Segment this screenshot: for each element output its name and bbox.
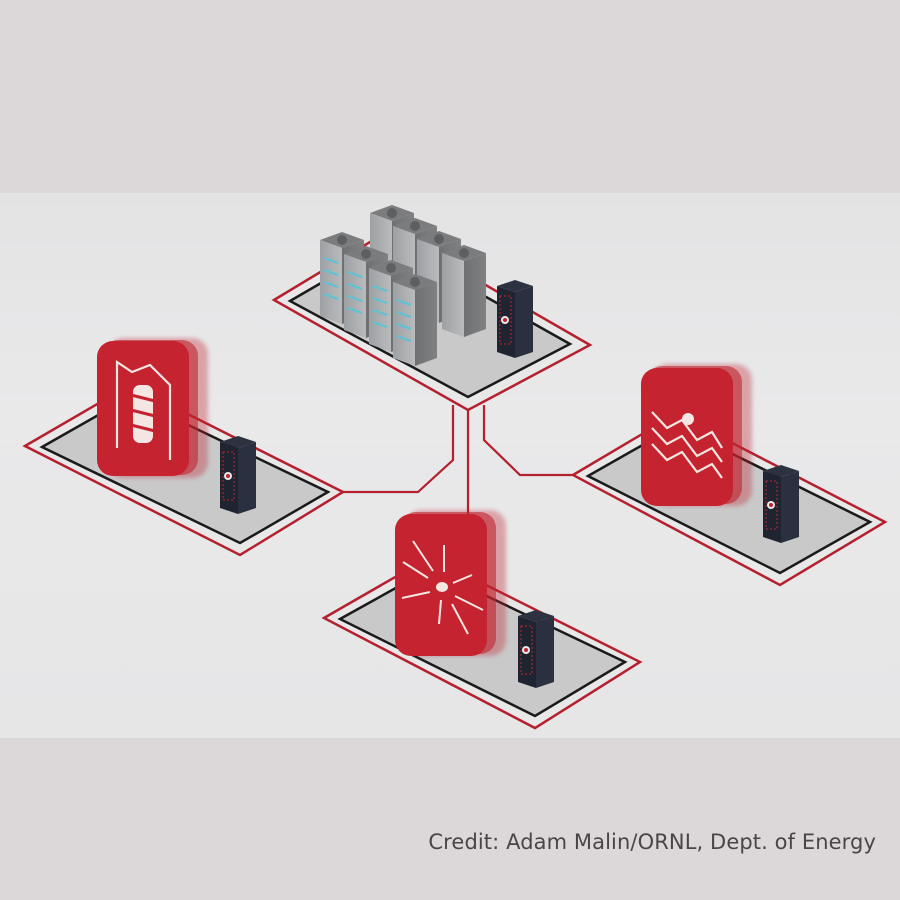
server-cluster-icon [320, 205, 486, 366]
node-bottom [321, 510, 643, 730]
node-left-rack-icon [220, 436, 256, 514]
node-right-rack-icon [763, 465, 799, 543]
node-left [22, 338, 346, 557]
image-credit: Credit: Adam Malin/ORNL, Dept. of Energy [428, 830, 876, 854]
converging-beams-icon [395, 510, 506, 656]
fusion-reactor-icon [97, 338, 208, 478]
hub-rack-icon [497, 280, 533, 358]
waves-sun-icon [641, 364, 752, 506]
node-right [570, 364, 888, 587]
bottom-background [0, 738, 900, 900]
network-links [343, 405, 573, 520]
node-bottom-rack-icon [518, 610, 554, 688]
link-right [482, 405, 573, 477]
top-background [0, 0, 900, 193]
link-left [343, 405, 455, 494]
